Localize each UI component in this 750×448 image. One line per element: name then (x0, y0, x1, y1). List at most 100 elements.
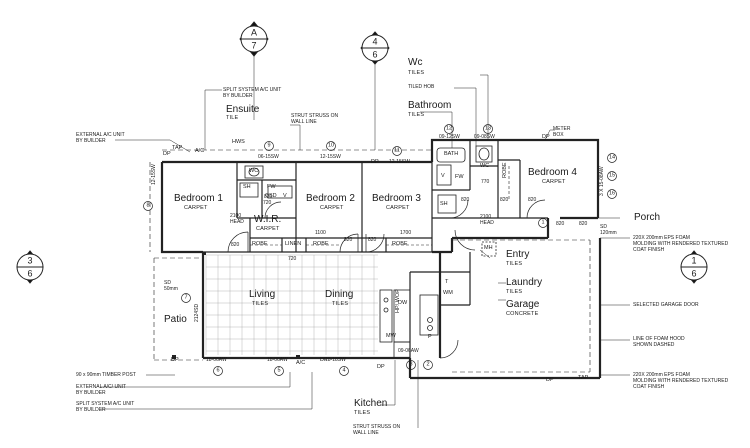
room-bathroom-finish: TILES (408, 112, 425, 118)
window-code-bot1: 18-06AW (206, 357, 227, 363)
label-dp-6: DP (377, 364, 385, 370)
note-sd-patio: SD 50mm (164, 280, 178, 292)
callout-circles (143, 124, 617, 376)
callout-16: 16 (608, 190, 616, 197)
label-shower-ensuite: SH (243, 184, 251, 190)
internal-walls (162, 140, 548, 358)
window-code-top4: 09-12SW (439, 134, 460, 140)
dim-820-bedroom4: 820 (528, 197, 537, 203)
room-garage-name: Garage (506, 299, 540, 310)
room-bedroom1-name: Bedroom 1 (174, 193, 223, 204)
note-foam-hood: LINE OF FOAM HOOD SHOWN DASHED (633, 336, 685, 348)
window-code-top5: 09-08SW (474, 134, 495, 140)
dim-820-bedroom3: 820 (368, 237, 377, 243)
room-bedroom3-finish: CARPET (386, 205, 410, 211)
note-tiled-hob: TILED HOB (408, 84, 435, 90)
dim-820-porch: 820 (556, 221, 565, 227)
section-16-top: 1 (691, 255, 697, 266)
callout-10: 10 (327, 142, 335, 149)
section-36-bottom: 6 (27, 268, 33, 279)
note-eps-bottom: 220X 200mm EPS FOAM MOLDING WITH RENDERE… (633, 372, 729, 390)
dim-720-ensuite: 720 (263, 200, 272, 206)
callout-1: 1 (541, 219, 545, 226)
note-meter-box: METER BOX (553, 126, 571, 138)
room-bedroom2-finish: CARPET (320, 205, 344, 211)
callout-4: 4 (342, 367, 346, 374)
room-entry-finish: TILES (506, 261, 523, 267)
window-code-left: 12-15SW (151, 164, 157, 185)
room-entry-name: Entry (506, 249, 530, 260)
room-bedroom4-name: Bedroom 4 (528, 167, 577, 178)
section-marker-46 (360, 31, 390, 65)
label-vanity-ensuite: V (283, 193, 287, 199)
section-46-bottom: 6 (372, 49, 378, 60)
note-strut-bottom: STRUT STRUSS ON WALL LINE (353, 424, 401, 436)
label-dp-4: DP (171, 357, 179, 363)
label-robe-wir: ROBE (252, 241, 268, 247)
room-living-finish: TILES (252, 301, 269, 307)
note-external-ac-bottom: EXTERNAL A/C/ UNIT BY BUILDER (76, 384, 127, 396)
label-fw-bath: FW (455, 174, 464, 180)
callout-3: 3 (409, 361, 413, 368)
label-hp-wop: HP/ WOP (395, 289, 401, 313)
room-wc-finish: TILES (408, 70, 425, 76)
room-dining-finish: TILES (332, 301, 349, 307)
room-laundry-finish: TILES (506, 289, 523, 295)
callout-7: 7 (184, 294, 188, 301)
note-split-ac-bottom: SPLIT SYSTEM A/C UNIT BY BUILDER (76, 401, 135, 413)
dim-2124sd: 2124SD (194, 303, 200, 322)
label-bath: BATH (444, 151, 459, 157)
section-36-top: 3 (27, 255, 33, 266)
leader-lines (100, 74, 630, 428)
label-ac-bottom: A/C (296, 360, 306, 366)
label-dp-2: DP (371, 159, 379, 165)
dim-2100-bedroom4: 2100 HEAD (480, 214, 494, 226)
callout-2: 2 (426, 361, 430, 368)
dim-1700: 1700 (400, 230, 412, 236)
room-ensuite-name: Ensuite (226, 104, 260, 115)
label-wc-wc: WC (480, 163, 490, 169)
label-robe-bedroom4: ROBE (502, 162, 508, 178)
window-code-bot3: 18-18SW (325, 357, 346, 363)
dim-820-bedroom2: 820 (344, 237, 353, 243)
dim-770: 770 (481, 179, 490, 185)
dim-2100-wir: 2100 HEAD (230, 213, 244, 225)
room-garage-finish: CONCRETE (506, 311, 539, 317)
room-kitchen-name: Kitchen (354, 398, 388, 409)
room-living-name: Living (249, 289, 276, 300)
window-code-top1: 06-15SW (258, 154, 279, 160)
label-linen: LINEN (285, 241, 302, 247)
room-wir-name: W.I.R. (254, 214, 282, 225)
label-t: T (445, 279, 449, 285)
window-code-top2: 12-15SW (320, 154, 341, 160)
room-bedroom2-name: Bedroom 2 (306, 193, 355, 204)
dim-720-linen: 720 (288, 256, 297, 262)
label-dp-1: DP (163, 151, 171, 157)
note-eps-top: 220X 200mm EPS FOAM MOLDING WITH RENDERE… (633, 235, 729, 253)
note-split-ac-top: SPLIT SYSTEM A/C UNIT BY BUILDER (223, 87, 282, 99)
post-markers (172, 252, 300, 359)
label-dw: DW (398, 300, 408, 306)
label-mw: MW (386, 333, 396, 339)
kitchen-benches (379, 289, 439, 359)
label-robe-bedroom3: ROBE (392, 241, 408, 247)
label-wc-ensuite: WC (249, 168, 259, 174)
label-p: P (428, 334, 432, 340)
room-dining-name: Dining (325, 289, 354, 300)
callout-9: 9 (267, 142, 271, 149)
callout-11: 11 (394, 147, 400, 154)
room-ensuite-finish: TILE (226, 115, 239, 121)
window-code-bot2: 18-06AW (267, 357, 288, 363)
label-dp-7: DP (546, 377, 554, 383)
dashed-outlines (149, 149, 591, 373)
label-csd: CSD (265, 193, 277, 199)
external-walls (160, 138, 602, 380)
robe-shelves (250, 166, 510, 246)
room-bedroom1-finish: CARPET (184, 205, 208, 211)
dim-1100: 1100 (315, 230, 326, 236)
note-external-ac-top: EXTERNAL A/C UNIT BY BUILDER (76, 132, 125, 144)
callout-8: 8 (146, 202, 150, 209)
label-tap-top: TAP (172, 145, 183, 151)
note-sd-porch: SD 120mm (600, 224, 617, 236)
label-wm: WM (443, 290, 453, 296)
